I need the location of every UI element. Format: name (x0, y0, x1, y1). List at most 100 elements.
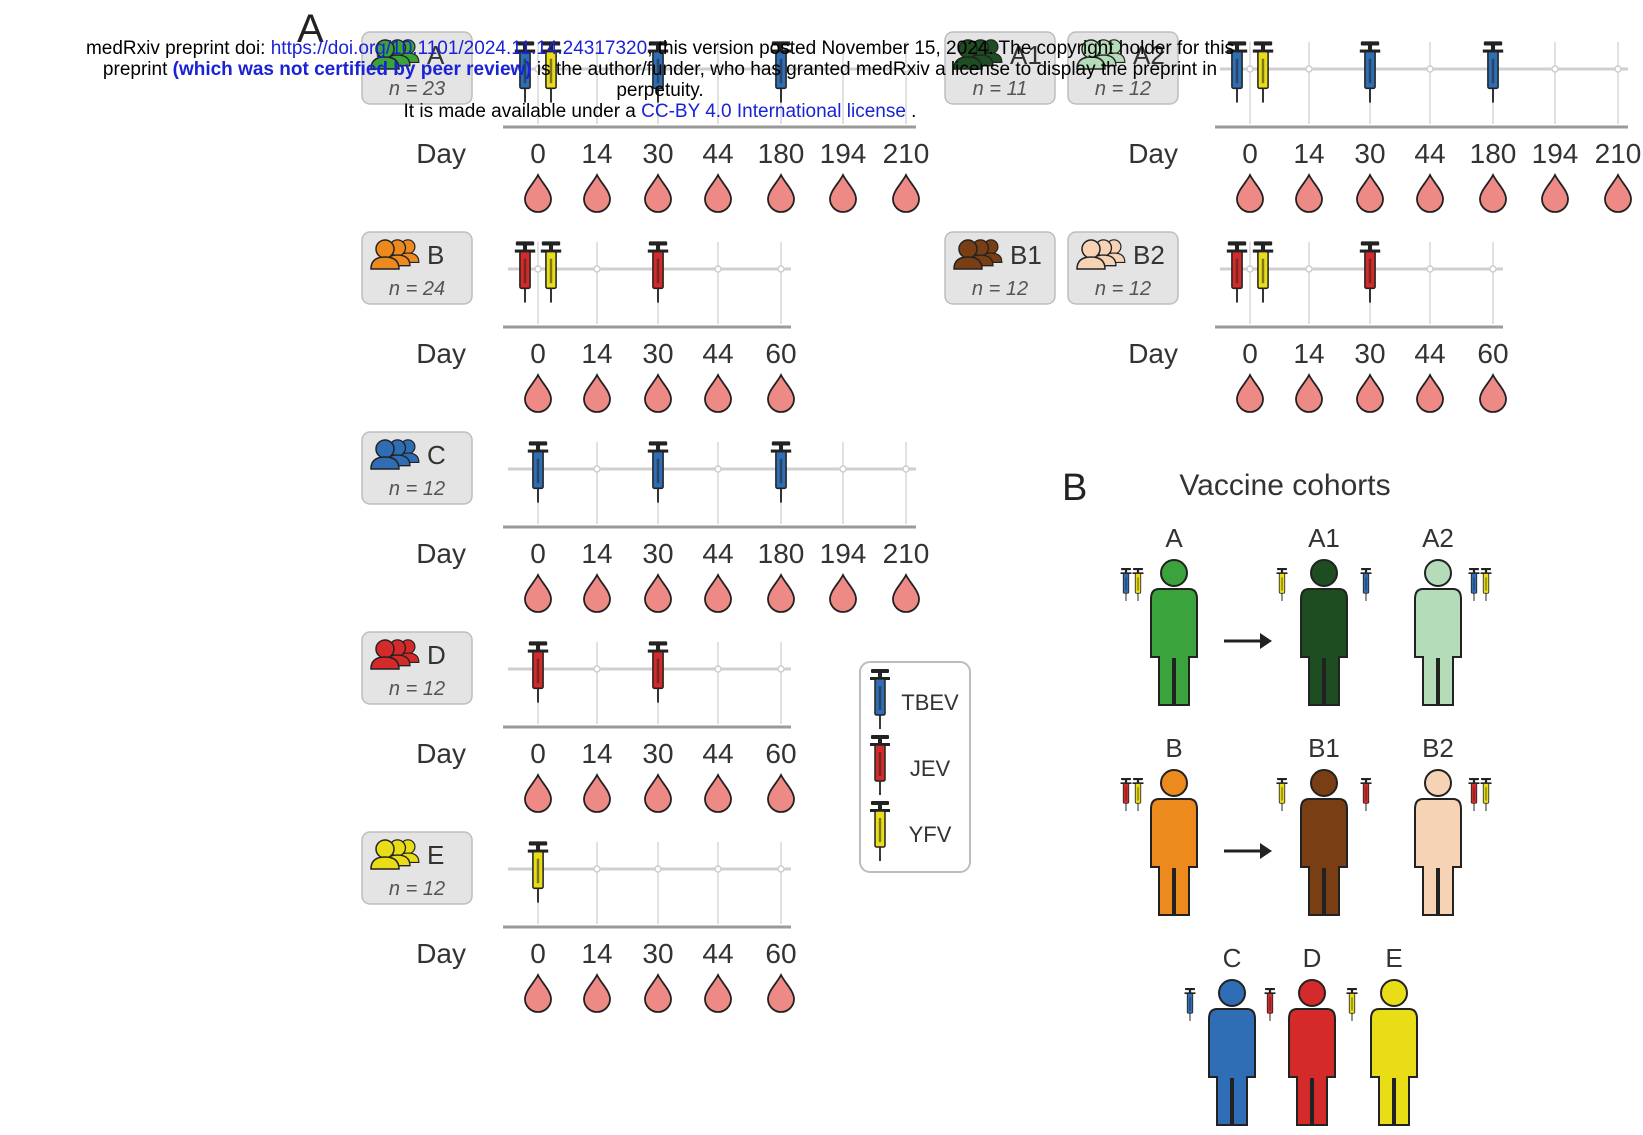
timepoint-marker (1246, 65, 1254, 73)
person-head (375, 639, 395, 659)
person-silhouette (370, 839, 400, 870)
syringe-plunger-top (771, 41, 791, 46)
person-head (1298, 979, 1326, 1007)
cohort-syringe-icon (1276, 567, 1288, 601)
day-value: 0 (530, 938, 546, 969)
blood-drop-icon (644, 372, 672, 413)
cohort-label: D (1303, 943, 1322, 973)
syringe-mark (1351, 997, 1353, 1011)
person-body (370, 256, 400, 270)
blood-drop-icon (524, 572, 552, 613)
syringe-icon (1482, 41, 1504, 103)
person-body (1414, 588, 1462, 706)
blood-drop-icon (524, 772, 552, 813)
person-head (958, 239, 978, 259)
legend-label: JEV (910, 756, 951, 781)
day-label: Day (416, 938, 466, 969)
day-value: 44 (702, 138, 733, 169)
person-head (1424, 559, 1452, 587)
timepoint-marker (1246, 265, 1254, 273)
day-value: 44 (702, 938, 733, 969)
day-value: 30 (642, 938, 673, 969)
blood-drop-icon (1416, 372, 1444, 413)
person-icon (1208, 979, 1256, 1126)
syringe-plunger-rod (1260, 43, 1266, 52)
person-head (375, 839, 395, 859)
cohort-syringe-icon (1346, 987, 1358, 1021)
group-n: n = 12 (389, 478, 445, 500)
day-value: 0 (530, 338, 546, 369)
legend-box (859, 661, 971, 873)
group-n: n = 23 (389, 78, 445, 100)
blood-drop-icon (1604, 172, 1632, 213)
day-label: Day (1128, 138, 1178, 169)
group-people-icon (370, 839, 420, 870)
day-value: 0 (530, 138, 546, 169)
day-value: 44 (702, 738, 733, 769)
blood-drop-icon (1416, 172, 1444, 213)
group-people-icon (370, 439, 420, 470)
syringe-mark (536, 858, 540, 884)
blood-drop-icon (767, 772, 795, 813)
blood-drop-icon (704, 372, 732, 413)
group-n: n = 12 (389, 878, 445, 900)
blood-drop-icon (644, 772, 672, 813)
syringe-icon (1226, 241, 1248, 303)
day-value: 30 (642, 538, 673, 569)
timepoint-marker (1426, 65, 1434, 73)
syringe-mark (1281, 577, 1283, 591)
timepoint-marker (1489, 265, 1497, 273)
syringe-mark (1261, 258, 1265, 284)
syringe-icon (647, 241, 669, 303)
day-value: 210 (1595, 138, 1642, 169)
timepoint-marker (1614, 65, 1622, 73)
header-text-4: It is made available under a (403, 101, 642, 122)
syringe-mark (1368, 258, 1372, 284)
day-value: 30 (642, 738, 673, 769)
cohort-syringe-icon (1468, 567, 1480, 601)
syringe-mark (1473, 577, 1475, 591)
syringe-plunger-rod (878, 737, 882, 745)
person-body (953, 56, 983, 70)
syringe-plunger-rod (1350, 989, 1354, 994)
day-value: 60 (765, 338, 796, 369)
person-silhouette (1076, 39, 1106, 70)
syringe-icon (540, 41, 562, 103)
day-value: 30 (642, 138, 673, 169)
person-head (1160, 769, 1188, 797)
day-value: 180 (758, 538, 805, 569)
timepoint-marker (1305, 265, 1313, 273)
timepoint-marker (593, 265, 601, 273)
syringe-mark (1485, 577, 1487, 591)
group-name: A (427, 40, 445, 70)
license-link[interactable]: CC-BY 4.0 International license (641, 101, 906, 122)
syringe-mark (536, 458, 540, 484)
blood-drop-icon (1479, 372, 1507, 413)
group-n: n = 11 (973, 78, 1028, 100)
day-value: 210 (883, 538, 930, 569)
cohort-label: A1 (1308, 523, 1340, 553)
blood-drop-icon (644, 572, 672, 613)
cohort-syringe-icon (1184, 987, 1196, 1021)
group-people-icon (370, 39, 420, 70)
person-body (1370, 1008, 1418, 1126)
syringe-icon (1359, 41, 1381, 103)
day-value: 14 (581, 938, 612, 969)
day-value: 180 (758, 138, 805, 169)
person-body (1288, 1008, 1336, 1126)
person-head (1310, 769, 1338, 797)
header-text-3: perpetuity. (616, 80, 704, 101)
syringe-plunger-rod (1124, 569, 1128, 574)
blood-drop-icon (644, 972, 672, 1013)
syringe-mark (1261, 58, 1265, 84)
person-body (1208, 1008, 1256, 1126)
syringe-mark (656, 458, 660, 484)
syringe-plunger-rod (1364, 779, 1368, 784)
person-icon (1288, 979, 1336, 1126)
blood-drop-icon (1356, 372, 1384, 413)
timepoint-marker (714, 265, 722, 273)
day-label: Day (416, 738, 466, 769)
doi-link[interactable]: https://doi.org/10.1101/2024.11.14.24317… (270, 38, 648, 59)
syringe-plunger-top (528, 441, 548, 446)
syringe-mark (779, 58, 783, 84)
